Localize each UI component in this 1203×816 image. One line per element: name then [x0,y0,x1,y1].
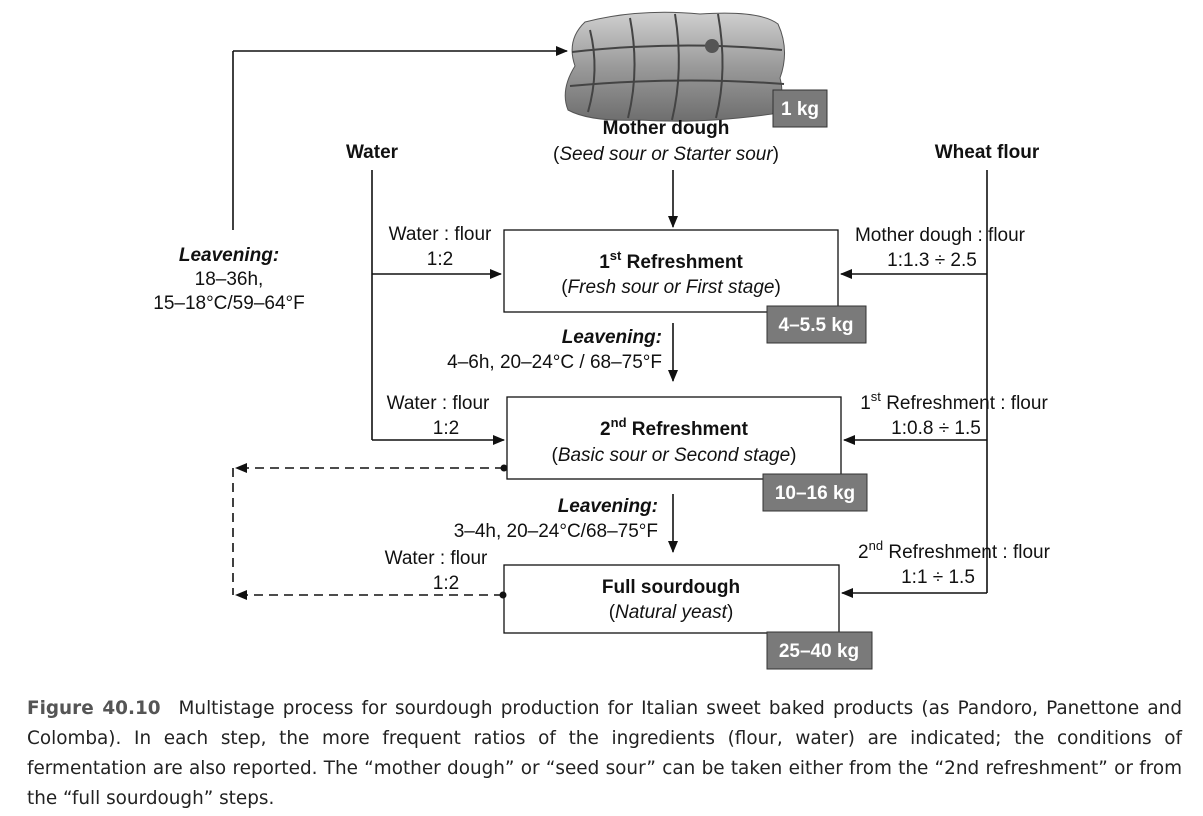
step-3-weight: 25–40 kg [779,641,859,662]
step-1-weight-badge: 4–5.5 kg [766,305,867,344]
step-2-water-ratio: 1:2 [433,418,459,439]
step-2-refreshment: 2nd Refreshment (Basic sour or Second st… [506,396,842,480]
step-1-flour-ratio-label: Mother dough : flour [855,225,1026,246]
step-1-water-ratio: 1:2 [427,249,453,270]
step-3-flour-ratio: 1:1 ÷ 1.5 [901,567,975,588]
step-1-weight: 4–5.5 kg [779,315,854,336]
step-2-flour-ratio-label: 1st Refreshment : flour [860,389,1048,414]
leavening-loop-label: Leavening: [179,245,279,266]
step-1-refreshment: 1st Refreshment (Fresh sour or First sta… [503,229,839,313]
caption-text: Multistage process for sourdough product… [27,698,1182,809]
leavening-2-conditions: 3–4h, 20–24°C/68–75°F [454,521,658,542]
step-1-flour-ratio: 1:1.3 ÷ 2.5 [887,250,977,271]
figure-label: Figure 40.10 [27,698,161,719]
mother-weight: 1 kg [781,99,819,120]
step-2-water-ratio-label: Water : flour [387,393,490,414]
leavening-loop-temp: 15–18°C/59–64°F [153,293,304,314]
step-1-subtitle: (Fresh sour or First stage) [561,277,781,298]
step-2-flour-ratio: 1:0.8 ÷ 1.5 [891,418,981,439]
leavening-1-conditions: 4–6h, 20–24°C / 68–75°F [447,352,662,373]
wheat-flour-label: Wheat flour [935,142,1040,163]
step-2-subtitle: (Basic sour or Second stage) [551,445,796,466]
leavening-2-label: Leavening: [558,496,658,517]
step-3-weight-badge: 25–40 kg [766,631,873,670]
mother-weight-badge: 1 kg [772,89,828,128]
step-3-subtitle: (Natural yeast) [609,602,734,623]
leavening-1-label: Leavening: [562,327,662,348]
mother-subtitle: (Seed sour or Starter sour) [553,144,779,165]
step-3-water-ratio: 1:2 [433,573,459,594]
mother-dough-image [564,11,785,122]
step-2-title: 2nd Refreshment [600,415,749,440]
step-2-weight-badge: 10–16 kg [762,473,868,512]
step-1-water-ratio-label: Water : flour [389,224,492,245]
mother-title: Mother dough [603,118,730,139]
water-label: Water [346,142,399,163]
step-3-title: Full sourdough [602,577,740,598]
full-sourdough-step: Full sourdough (Natural yeast) [503,564,840,634]
leavening-loop-time: 18–36h, [195,269,264,290]
step-2-weight: 10–16 kg [775,483,855,504]
sourdough-process-diagram: 1 kg Mother dough (Seed sour or Starter … [153,11,1051,670]
step-1-title: 1st Refreshment [599,248,743,273]
step-3-flour-ratio-label: 2nd Refreshment : flour [858,538,1051,563]
step-3-water-ratio-label: Water : flour [385,548,488,569]
